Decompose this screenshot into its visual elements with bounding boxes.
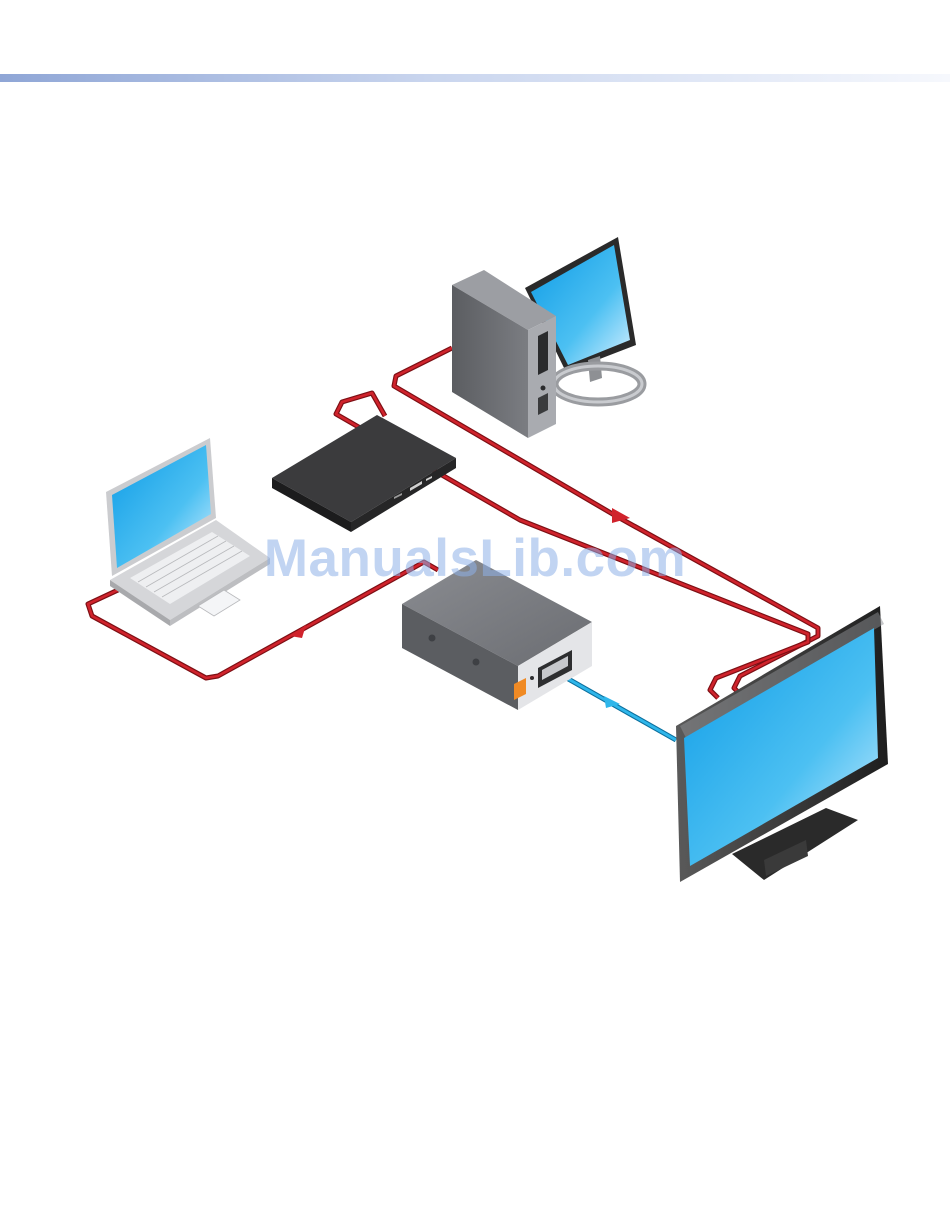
desktop-computer-icon bbox=[452, 237, 642, 438]
switcher-icon bbox=[402, 560, 592, 710]
signal-arrow-icon bbox=[290, 625, 306, 638]
laptop-icon bbox=[106, 438, 270, 626]
media-player-icon bbox=[272, 415, 456, 532]
display-icon bbox=[676, 606, 888, 882]
cable-switcher-to-display bbox=[556, 672, 676, 740]
